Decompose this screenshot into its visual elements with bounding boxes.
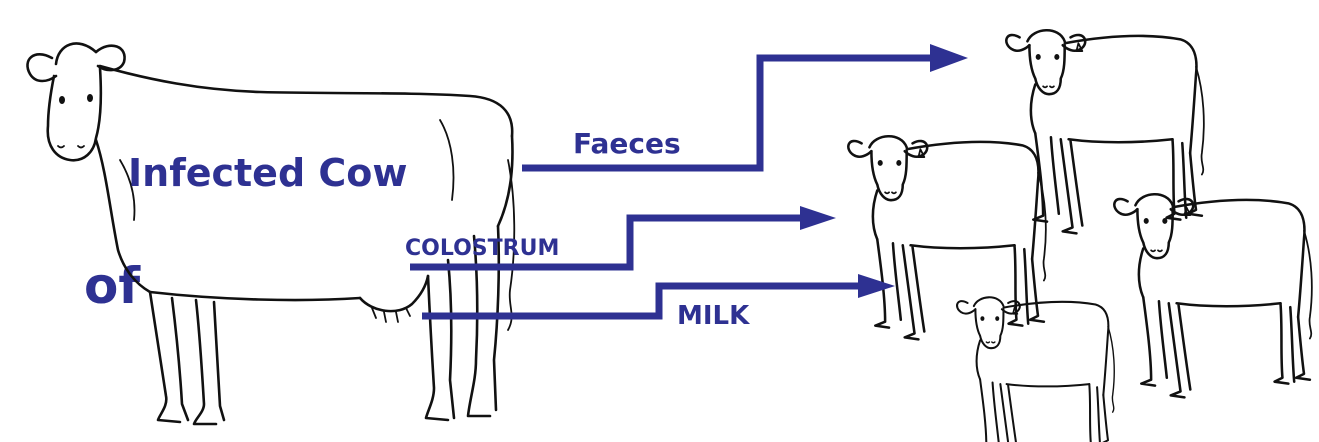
route-colostrum: COLOSTRUM [405,206,836,267]
source-label: Infected Cow [128,151,408,195]
calf-icon [1114,194,1312,397]
cow-icon [27,43,514,424]
calf-icon [957,297,1114,442]
partial-title-text: of [84,257,141,315]
calf-icon [848,136,1046,339]
route-label-colostrum: COLOSTRUM [405,236,559,261]
route-milk: MILK [422,274,895,331]
route-faeces: Faeces [522,44,968,168]
route-label-faeces: Faeces [573,127,681,160]
route-label-milk: MILK [677,301,750,331]
